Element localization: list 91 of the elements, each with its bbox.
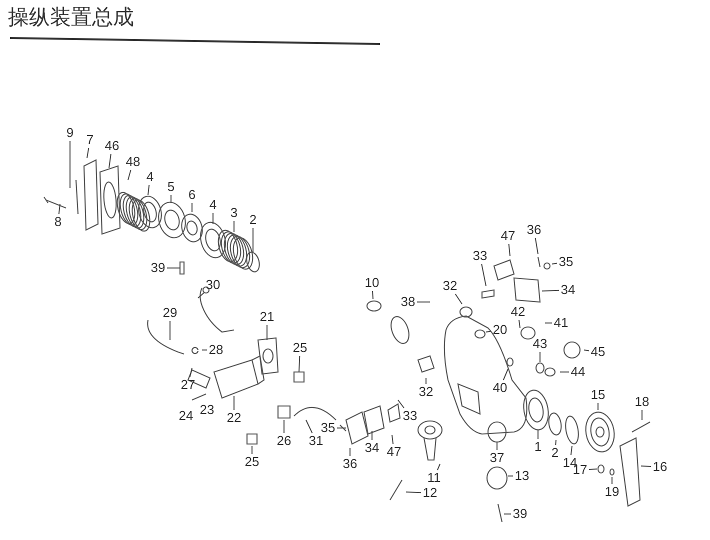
callout-number: 32 xyxy=(418,385,434,399)
callout-number: 36 xyxy=(342,457,358,471)
leader-line xyxy=(570,446,572,456)
callout-number: 37 xyxy=(490,451,504,465)
callout-number: 33 xyxy=(402,409,418,423)
leader-line xyxy=(584,350,590,352)
callout-number: 48 xyxy=(126,155,140,169)
callout-number: 44 xyxy=(570,365,586,379)
callout-number: 12 xyxy=(422,486,438,500)
callout-number: 35 xyxy=(558,255,574,269)
title: 操纵装置总成 xyxy=(8,4,134,30)
callout-number: 26 xyxy=(276,434,292,448)
callout-number: 30 xyxy=(206,278,220,292)
leader-line xyxy=(128,170,132,180)
callout-number: 21 xyxy=(260,310,274,324)
callout-number: 41 xyxy=(554,316,568,330)
callout-number: 46 xyxy=(104,139,120,153)
callout-number: 28 xyxy=(208,343,224,357)
leader-line xyxy=(170,194,172,204)
callout-number: 19 xyxy=(604,485,620,499)
leader-line xyxy=(266,324,268,340)
leader-line xyxy=(496,442,498,450)
leader-line xyxy=(502,368,508,380)
callout-number: 4 xyxy=(146,170,154,184)
callout-number: 43 xyxy=(532,337,548,351)
leader-line xyxy=(148,184,150,196)
leader-line xyxy=(534,238,538,254)
callout-number: 2 xyxy=(249,213,257,227)
callout-number: 38 xyxy=(400,295,416,309)
leader-line xyxy=(108,154,112,168)
callout-number: 32 xyxy=(442,279,458,293)
callout-number: 27 xyxy=(180,378,196,392)
leader-line xyxy=(518,320,520,328)
leader-line xyxy=(406,492,422,494)
leader-line xyxy=(306,420,313,434)
callout-number: 47 xyxy=(386,445,402,459)
callout-number: 34 xyxy=(560,283,576,297)
leader-line xyxy=(544,322,552,324)
callout-number: 39 xyxy=(512,507,528,521)
leader-line xyxy=(58,204,60,214)
callout-number: 22 xyxy=(226,411,242,425)
callout-number: 34 xyxy=(364,441,380,455)
callout-number: 35 xyxy=(320,421,336,435)
leader-line xyxy=(542,290,560,292)
leader-line xyxy=(189,368,192,378)
callout-number: 42 xyxy=(510,305,526,319)
leader-line xyxy=(392,434,394,444)
callout-number: 7 xyxy=(86,133,94,147)
callout-number: 24 xyxy=(178,409,194,423)
callout-number: 5 xyxy=(167,180,175,194)
callout-number: 10 xyxy=(364,276,380,290)
leader-line xyxy=(198,292,204,298)
callout-number: 36 xyxy=(526,223,542,237)
callout-number: 16 xyxy=(652,460,668,474)
leader-line xyxy=(555,440,556,446)
leader-line xyxy=(212,212,214,224)
leader-line xyxy=(252,228,254,252)
leader-line xyxy=(508,244,510,256)
callout-number: 20 xyxy=(492,323,508,337)
callout-number: 47 xyxy=(500,229,516,243)
leader-line xyxy=(298,356,300,372)
leader-line xyxy=(588,468,598,470)
leader-line xyxy=(454,294,462,304)
callout-number: 15 xyxy=(590,388,606,402)
leader-line xyxy=(552,262,558,264)
callout-number: 33 xyxy=(472,249,488,263)
callout-number: 29 xyxy=(162,306,178,320)
leader-line xyxy=(640,466,652,468)
leader-line xyxy=(398,400,404,408)
callout-number: 25 xyxy=(244,455,260,469)
callout-number: 9 xyxy=(66,126,74,140)
leader-line xyxy=(372,290,374,300)
callout-number: 8 xyxy=(54,215,62,229)
callout-number: 18 xyxy=(634,395,650,409)
callout-number: 4 xyxy=(209,198,217,212)
callout-number: 3 xyxy=(230,206,238,220)
callout-number: 25 xyxy=(292,341,308,355)
leader-line xyxy=(86,148,90,158)
callout-number: 1 xyxy=(534,440,542,454)
callout-number: 2 xyxy=(551,446,559,460)
leader-line xyxy=(481,264,486,286)
callout-number: 40 xyxy=(492,381,508,395)
callout-number: 45 xyxy=(590,345,606,359)
callout-number: 23 xyxy=(200,403,214,417)
leader-line xyxy=(486,330,492,332)
callout-number: 6 xyxy=(188,188,196,202)
callout-number: 11 xyxy=(427,471,441,485)
callout-number: 31 xyxy=(308,434,324,448)
callout-number: 13 xyxy=(514,469,530,483)
leader-line xyxy=(436,464,440,470)
callout-number: 39 xyxy=(150,261,166,275)
